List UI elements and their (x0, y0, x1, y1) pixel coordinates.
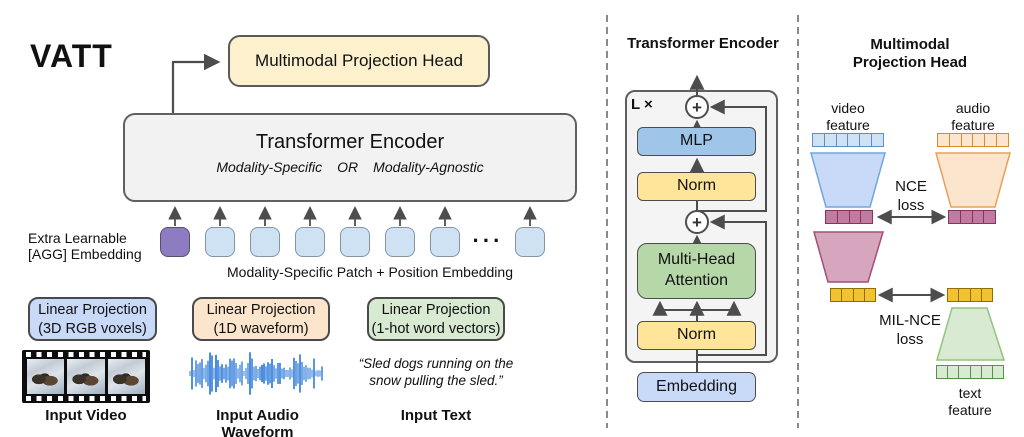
video-common-embedding-strip (825, 210, 873, 224)
audio-projection-trapezoid (935, 152, 1011, 208)
input-audio-label: Input Audio Waveform (216, 407, 299, 437)
multimodal-projection-head-label: Multimodal Projection Head (255, 51, 463, 70)
linear-projection-text-box: Linear Projection (1-hot word vectors) (367, 297, 505, 341)
filmstrip-sprockets-icon (26, 396, 146, 401)
agg-embedding-label: Extra Learnable [AGG] Embedding (28, 230, 164, 262)
video-feature-label: video feature (826, 100, 870, 133)
modality-specific-label: Modality-Specific (216, 159, 323, 175)
multi-head-attention-block: Multi-Head Attention (637, 243, 756, 299)
or-label: OR (337, 159, 359, 175)
patch-token (385, 227, 415, 257)
linear-projection-label: Linear Projection (381, 302, 491, 318)
modality-agnostic-label: Modality-Agnostic (373, 159, 484, 175)
input-text-label: Input Text (400, 407, 472, 424)
norm-block-lower: Norm (637, 321, 756, 350)
encoder-to-head-arrow-icon (171, 53, 221, 113)
agg-label-line2: [AGG] Embedding (28, 246, 142, 262)
video-filmstrip-image (22, 350, 150, 403)
token-arrows-icon (168, 205, 537, 226)
quote-line1: “Sled dogs running on the (358, 356, 514, 371)
filmstrip-frames (27, 359, 145, 394)
title-line2: Projection Head (852, 54, 968, 71)
multimodal-projection-head-box: Multimodal Projection Head (228, 35, 490, 87)
video-feature-strip (812, 133, 884, 147)
filmstrip-sprockets-icon (26, 352, 146, 357)
audio-feature-label: audio feature (951, 100, 995, 133)
linear-projection-label: Linear Projection (206, 302, 316, 318)
layer-repeat-label: L × (631, 96, 653, 113)
milnce-loss-label: MIL-NCE loss (879, 312, 941, 348)
patch-token (430, 227, 460, 257)
patch-token (295, 227, 325, 257)
input-video-label: Input Video (45, 407, 127, 424)
one-hot-label: (1-hot word vectors) (371, 321, 501, 337)
linear-projection-audio-box: Linear Projection (1D waveform) (192, 297, 330, 341)
video-text-projection-trapezoid (813, 231, 885, 283)
encoder-detail-title: Transformer Encoder (627, 35, 779, 52)
text-feature-strip (936, 365, 1004, 379)
transformer-encoder-label: Transformer Encoder (255, 131, 445, 153)
mlp-block: MLP (637, 127, 756, 156)
patch-token (250, 227, 280, 257)
video-projection-trapezoid (810, 152, 886, 208)
token-ellipsis: ··· (472, 228, 504, 253)
transformer-encoder-box: Transformer Encoder Modality-Specific OR… (123, 113, 577, 202)
title-line1: Multimodal (870, 36, 950, 53)
projection-head-detail-title: Multimodal Projection Head (810, 36, 1010, 72)
video-text-embedding-strip (830, 288, 876, 302)
audio-common-embedding-strip (948, 210, 996, 224)
quote-line2: snow pulling the sled.” (369, 373, 503, 388)
voxels-label: (3D RGB voxels) (38, 321, 147, 337)
linear-projection-label: Linear Projection (38, 302, 147, 318)
audio-feature-strip (937, 133, 1009, 147)
mha-line1: Multi-Head (657, 251, 736, 268)
patch-token (205, 227, 235, 257)
norm-block-upper: Norm (637, 172, 756, 201)
waveform-label: (1D waveform) (213, 321, 309, 337)
nce-loss-label: NCE loss (895, 178, 927, 214)
text-feature-label: text feature (948, 385, 992, 418)
figure-title: VATT (30, 38, 113, 74)
agg-token (160, 227, 190, 257)
agg-label-line1: Extra Learnable (28, 230, 127, 246)
input-text-quote: “Sled dogs running on the snow pulling t… (358, 355, 514, 389)
encoder-subtitle: Modality-Specific OR Modality-Agnostic (125, 159, 575, 175)
patch-token (515, 227, 545, 257)
text-common-embedding-strip (947, 288, 993, 302)
patch-token (340, 227, 370, 257)
embedding-block: Embedding (637, 372, 756, 402)
audio-waveform-image (189, 352, 323, 395)
linear-projection-video-box: Linear Projection (3D RGB voxels) (28, 297, 157, 341)
patch-position-embedding-label: Modality-Specific Patch + Position Embed… (227, 264, 513, 280)
mha-line2: Attention (664, 272, 729, 289)
